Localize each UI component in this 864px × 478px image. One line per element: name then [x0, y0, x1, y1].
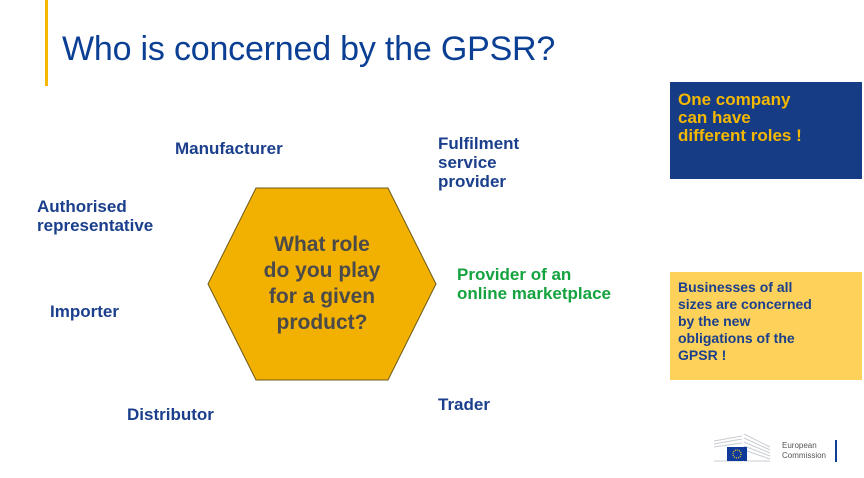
role-online-marketplace-provider: Provider of an online marketplace: [457, 265, 611, 303]
role-authorised-representative: Authorised representative: [37, 197, 153, 235]
callout-line: obligations of the: [678, 330, 795, 346]
logo-label: European Commission: [782, 441, 826, 461]
role-line: provider: [438, 172, 507, 191]
role-line: Provider of an: [457, 265, 572, 284]
question-line: product?: [276, 311, 368, 334]
callout-line: GPSR !: [678, 347, 727, 363]
eu-flag-icon: [727, 447, 747, 461]
callout-line: One company: [678, 90, 791, 109]
berlaymont-building-icon: [713, 433, 771, 462]
role-line: service: [438, 153, 497, 172]
callout-line: different roles !: [678, 126, 802, 145]
role-trader: Trader: [438, 395, 490, 414]
logo-line: Commission: [782, 451, 827, 460]
question-line: for a given: [268, 285, 376, 308]
slide-title: Who is concerned by the GPSR?: [62, 30, 556, 68]
role-fulfilment-service-provider: Fulfilment service provider: [438, 134, 519, 191]
european-commission-logo: European Commission: [712, 433, 842, 465]
role-line: Authorised: [37, 197, 127, 216]
title-accent-bar: [45, 0, 48, 86]
callout-different-roles: One company can have different roles !: [670, 82, 862, 179]
role-importer: Importer: [50, 302, 119, 321]
logo-line: European: [782, 441, 817, 450]
role-line: online marketplace: [457, 284, 612, 303]
callout-line: sizes are concerned: [678, 296, 812, 312]
question-line: What role: [274, 233, 370, 256]
role-distributor: Distributor: [127, 405, 214, 424]
question-line: do you play: [263, 259, 381, 282]
logo-separator: [835, 440, 837, 462]
hexagon-shape: [207, 187, 437, 381]
center-hexagon: What role do you play for a given produc…: [207, 187, 437, 381]
callout-line: by the new: [678, 313, 751, 329]
center-question: What role do you play for a given produc…: [207, 187, 437, 381]
role-line: representative: [37, 216, 154, 235]
callout-businesses-all-sizes: Businesses of all sizes are concerned by…: [670, 272, 862, 380]
callout-line: can have: [678, 108, 751, 127]
role-manufacturer: Manufacturer: [175, 139, 283, 158]
callout-line: Businesses of all: [678, 279, 793, 295]
role-line: Fulfilment: [438, 134, 520, 153]
